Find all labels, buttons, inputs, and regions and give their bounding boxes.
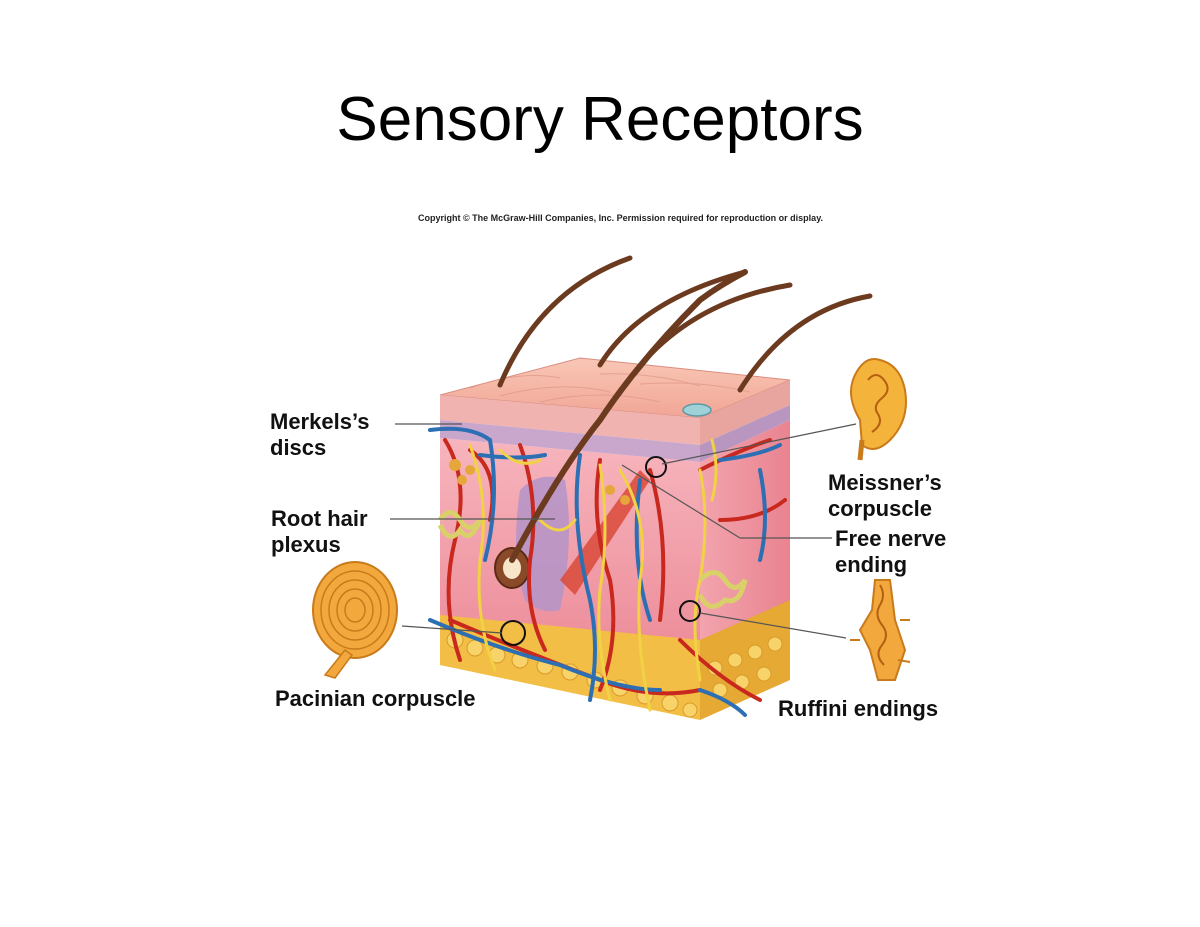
root-hair-label-line2: plexus (271, 532, 341, 557)
free-nerve-leader-line (621, 464, 741, 539)
epidermis-side (700, 380, 790, 445)
merkels-label-line2: discs (270, 435, 327, 460)
basal-layer-front (440, 420, 700, 462)
meissners-corpuscle-label: Meissner’s corpuscle (828, 470, 942, 522)
pacinian-label-text: Pacinian corpuscle (275, 686, 476, 711)
copyright-notice: Copyright © The McGraw-Hill Companies, I… (418, 213, 824, 223)
ruffini-ending-illustration (850, 579, 911, 681)
meissner-coil-diagram (437, 510, 483, 539)
merkels-label-line1: Merkels’s (270, 409, 370, 434)
merkel-disc-cluster (449, 459, 630, 505)
hair-strand-3 (642, 282, 793, 363)
merkels-discs-label: Merkels’s discs (270, 409, 369, 461)
sweat-pore (682, 403, 712, 417)
meissner-highlight-circle (645, 456, 667, 478)
page-title: Sensory Receptors (336, 85, 864, 154)
root-hair-plexus-label: Root hair plexus (271, 506, 368, 558)
ruffini-highlight-circle (679, 600, 701, 622)
ruffini-coil-diagram (697, 570, 748, 609)
hair-strand-2 (597, 269, 748, 368)
meissner-corpuscle-illustration (850, 358, 907, 461)
hair-strand-1 (497, 255, 633, 388)
free-nerve-ending-label: Free nerve ending (835, 526, 946, 578)
ruffini-endings-label: Ruffini endings (778, 696, 938, 722)
free-nerve-label-line1: Free nerve (835, 526, 947, 551)
epidermis-front (440, 395, 700, 445)
root-hair-label-line1: Root hair (271, 506, 368, 531)
pacinian-leader-line (401, 625, 503, 634)
meissner-leader-line (661, 423, 857, 465)
ruffini-label-text: Ruffini endings (778, 696, 939, 721)
basal-layer-side (700, 405, 790, 462)
pacinian-corpuscle-label: Pacinian corpuscle (275, 686, 476, 712)
hair-shaft-main (509, 269, 748, 563)
meissner-label-line1: Meissner’s (828, 470, 942, 495)
free-nerve-label-line2: ending (835, 552, 908, 577)
ruffini-leader-line (699, 612, 847, 639)
hair-strand-4 (737, 293, 873, 393)
pacinian-corpuscle-illustration (312, 561, 398, 679)
meissner-label-line2: corpuscle (828, 496, 932, 521)
